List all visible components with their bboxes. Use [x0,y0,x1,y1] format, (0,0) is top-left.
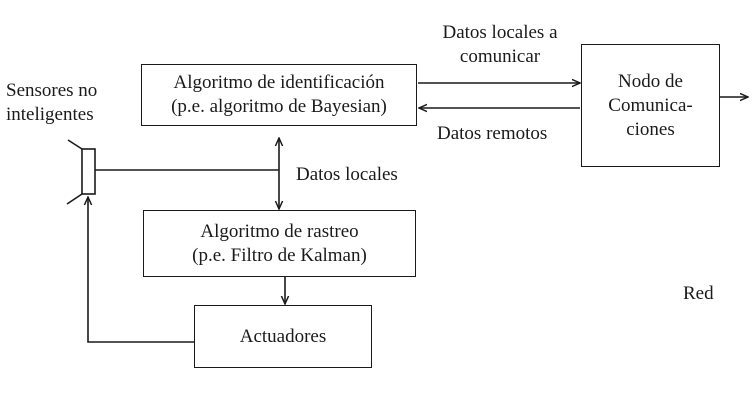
tracking-box-title: Algoritmo de rastreo [200,220,359,242]
actuators-box-label: Actuadores [239,325,327,347]
comm-node-line-2: Comunica- [608,94,693,116]
sensor-symbol-tick-top [67,139,83,150]
local-data-to-send-line-1: Datos locales a [442,22,558,43]
sensor-symbol-tick-bottom [66,193,83,205]
feedback-arrow [88,197,195,343]
network-label: Red [683,283,714,304]
actuators-box: Actuadores [194,305,372,368]
comm-node-line-3: ciones [626,118,675,140]
remote-data-label: Datos remotos [437,123,548,144]
local-data-to-send-line-2: comunicar [459,46,541,67]
identification-algorithm-box: Algoritmo de identificación (p.e. algori… [141,64,417,126]
comm-node-line-1: Nodo de [618,70,683,92]
communication-node-box: Nodo de Comunica- ciones [581,44,720,167]
local-data-label: Datos locales [296,164,398,185]
tracking-box-example: (p.e. Filtro de Kalman) [192,244,367,266]
identification-box-example: (p.e. algoritmo de Bayesian) [171,96,387,117]
sensors-label: Sensores no inteligentes [6,79,97,127]
sensors-label-line-1: Sensores no [6,80,98,101]
local-data-to-send-label: Datos locales a comunicar [425,21,575,69]
tracking-algorithm-box: Algoritmo de rastreo (p.e. Filtro de Kal… [143,210,416,277]
sensor-symbol [81,148,96,195]
identification-box-title: Algoritmo de identificación [173,72,385,93]
sensors-label-line-2: inteligentes [6,104,94,125]
